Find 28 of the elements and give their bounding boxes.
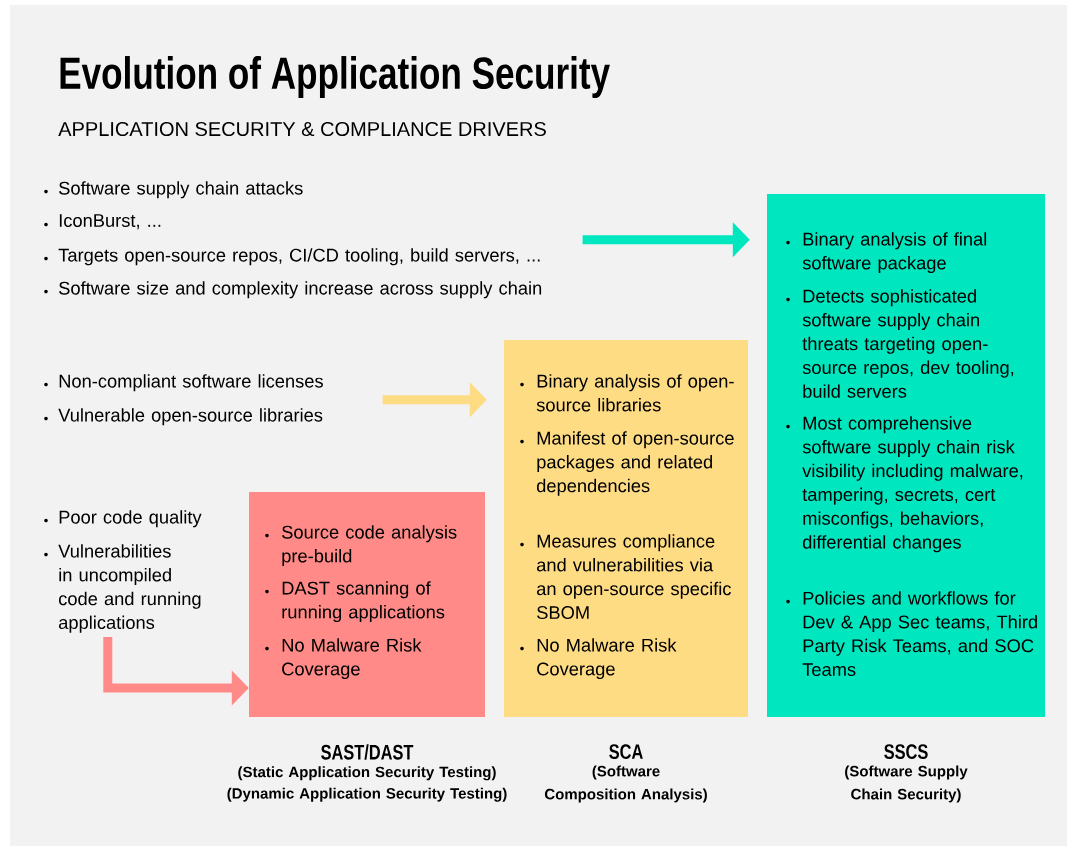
title: Evolution of Application Security xyxy=(60,56,610,98)
bullet-item: Most comprehensive software supply chain risk visibility including malware, tampering, secrets, cert misconfigs, behaviors, differential changes xyxy=(786,416,1023,553)
bullet-item: Vulnerabilities in uncompiled code and running applications xyxy=(44,544,201,633)
bullet-item: Software size and complexity increase across supply chain xyxy=(44,281,542,299)
bullet-item: Targets open-source repos, CI/CD tooling, build servers, ... xyxy=(44,248,540,266)
bullet-item: Non-compliant software licenses xyxy=(44,374,323,392)
column-subtitle: (Dynamic Application Security Testing) xyxy=(227,787,507,802)
bullet-item: Policies and workflows for Dev & App Sec teams, Third Party Risk Teams, and SOC Teams xyxy=(786,591,1037,677)
column-heading: SSCS xyxy=(884,744,928,760)
bullet-item: No Malware Risk Coverage xyxy=(265,638,422,680)
bullet-item: Vulnerable open-source libraries xyxy=(44,408,323,426)
bullet-item: Detects sophisticated software supply chain threats targeting open-source repos, dev tooling, build servers xyxy=(786,289,1014,398)
column-heading: SCA xyxy=(609,744,643,760)
column-subtitle: (Software Composition Analysis) xyxy=(544,765,707,803)
column-subtitle: (Software Supply Chain Security) xyxy=(845,765,968,803)
bullet-item: Poor code quality xyxy=(44,510,202,528)
bullet-item: No Malware Risk Coverage xyxy=(520,638,677,680)
column-subtitle: (Static Application Security Testing) xyxy=(238,766,496,781)
bullet-item: Software supply chain attacks xyxy=(44,181,303,199)
bullet-item: Manifest of open-source packages and related dependencies xyxy=(520,431,734,496)
bullet-item: Binary analysis of open-source libraries xyxy=(520,374,734,412)
bullet-item: DAST scanning of running applications xyxy=(265,581,445,623)
subtitle: APPLICATION SECURITY & COMPLIANCE DRIVERS xyxy=(58,121,546,137)
bullet-item: Source code analysis pre-build xyxy=(265,525,457,567)
column-heading: SAST/DAST xyxy=(321,744,414,760)
bullet-item: Binary analysis of final software package xyxy=(786,232,987,274)
bullet-item: Measures compliance and vulnerabilities via an open-source specific SBOM xyxy=(520,534,731,620)
bullet-item: IconBurst, ... xyxy=(44,214,161,230)
